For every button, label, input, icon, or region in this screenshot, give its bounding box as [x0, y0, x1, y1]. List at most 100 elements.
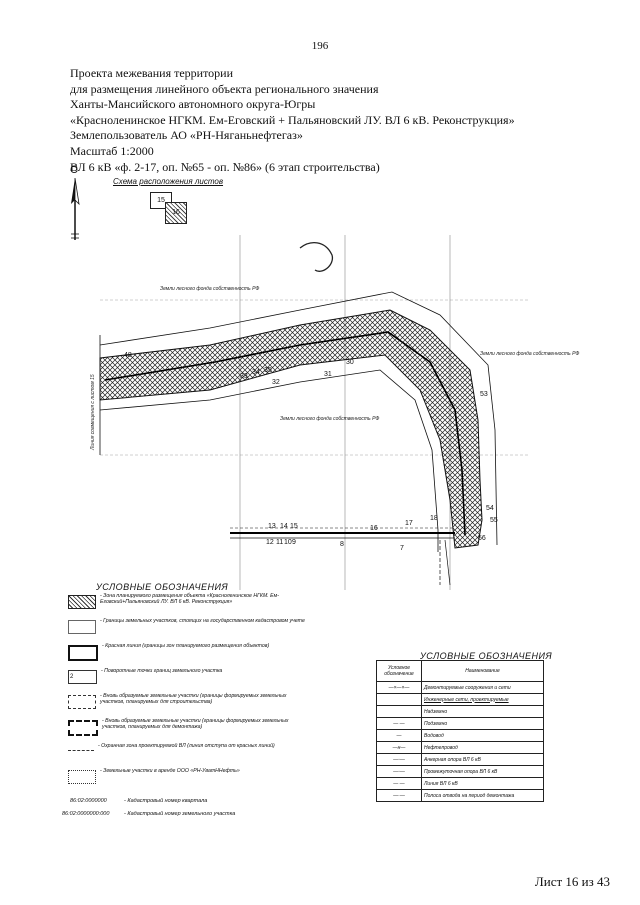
side-matching-label: Линия совмещения с листом 15	[90, 374, 96, 451]
table-row: —×—×—Демонтируемые сооружения и сети	[376, 681, 544, 694]
header-line: ВЛ 6 кВ «ф. 2-17, оп. №65 - оп. №86» (6 …	[70, 159, 380, 174]
legend-symbol: —	[376, 729, 422, 742]
hatch-symbol-icon	[68, 595, 96, 609]
legend-name: Водовод	[421, 729, 544, 742]
point-label: 13	[268, 523, 276, 530]
point-label: 55	[490, 517, 498, 524]
table-row: —Водовод	[376, 729, 544, 742]
scheme-sheet-box: 15	[150, 192, 172, 209]
legend-name: Промежуточная опора ВЛ 6 кВ	[421, 765, 544, 778]
road-curve	[299, 242, 334, 272]
legend-item-text: - Земельные участки в аренде ООО «РН-Ува…	[100, 768, 240, 774]
north-label: С	[70, 164, 78, 176]
forest-label: Земли лесного фонда собственность РФ	[480, 351, 579, 357]
point-label: 7	[400, 545, 404, 552]
sheet-number: Лист 16 из 43	[534, 874, 610, 889]
cad-quarter-text: - Кадастровый номер квартала	[124, 798, 208, 804]
document-header: Проекта межевания территории для размеще…	[70, 66, 540, 175]
table-row: —◦—Анкерная опора ВЛ 6 кВ	[376, 753, 544, 766]
legend-item: 2 - Поворотные точки границ земельного у…	[68, 668, 318, 692]
legend-item: - Земельные участки в аренде ООО «РН-Ува…	[68, 768, 318, 792]
header-line: Проекта межевания территории	[70, 66, 234, 80]
legend-item-text: - Красная линия (границы зон планируемог…	[102, 643, 270, 649]
point-label: 16	[370, 525, 378, 532]
point-label: 35	[264, 367, 272, 374]
header-line: Землепользователь АО «РН-Няганьнефтегаз»	[70, 128, 303, 143]
legend-item: - Зона планируемого размещения объекта «…	[68, 593, 318, 617]
planned-zone-hatch	[99, 309, 483, 549]
legend-symbol: —н—	[376, 741, 422, 754]
lease-border-symbol-icon	[68, 770, 96, 784]
table-row: —◦—Промежуточная опора ВЛ 6 кВ	[376, 765, 544, 778]
header-line: «Красноленинское НГКМ. Ем-Еговский + Пал…	[70, 112, 515, 127]
legend-item-text: - Вновь образуемые земельные участки (гр…	[102, 718, 289, 731]
legend-title: УСЛОВНЫЕ ОБОЗНАЧЕНИЯ	[96, 582, 229, 592]
legend-symbol: — —	[376, 717, 422, 730]
table-row: — —Линия ВЛ 6 кВ	[376, 777, 544, 790]
point-label: 17	[405, 520, 413, 527]
legend-item-text: - Зона планируемого размещения объекта «…	[100, 593, 279, 606]
point-label: 33	[240, 373, 248, 380]
legend-left: УСЛОВНЫЕ ОБОЗНАЧЕНИЯ - Зона планируемого…	[68, 582, 318, 792]
table-row: Инженерные сети, проектируемые	[376, 693, 544, 706]
legend-symbol: —×—×—	[376, 681, 422, 694]
table-row: —н—Нефтепровод	[376, 741, 544, 754]
boundary-line	[444, 539, 451, 586]
legend-col-header: Условное обозначение	[376, 660, 422, 682]
legend-name: Полоса отвода на период демонтажа	[421, 789, 544, 802]
point-label: 53	[480, 391, 488, 398]
legend-symbol	[376, 693, 422, 706]
point-label: 14	[280, 523, 288, 530]
point-label: 32	[272, 379, 280, 386]
point-label: 31	[324, 371, 332, 378]
point-label: 30	[346, 359, 354, 366]
legend-name: Инженерные сети, проектируемые	[421, 693, 544, 706]
guard-zone-symbol-icon	[68, 750, 94, 751]
legend-symbol: —◦—	[376, 753, 422, 766]
legend-symbol: —·—	[376, 789, 422, 802]
table-row: Надземно	[376, 705, 544, 718]
forest-label: Земли лесного фонда собственность РФ	[160, 286, 259, 292]
legend-name: Линия ВЛ 6 кВ	[421, 777, 544, 790]
legend-name: Анкерная опора ВЛ 6 кВ	[421, 753, 544, 766]
legend-item: - Границы земельных участков, стоящих на…	[68, 618, 318, 642]
bold-dashed-symbol-icon	[68, 720, 98, 736]
point-label: 56	[478, 535, 486, 542]
turn-point-symbol-icon: 2	[68, 670, 97, 684]
red-line-symbol-icon	[68, 645, 98, 661]
legend-item-text: - Поворотные точки границ земельного уча…	[101, 668, 223, 674]
header-line: Ханты-Мансийского автономного округа-Югр…	[70, 97, 316, 112]
legend-item: - Вновь образуемые земельные участки (гр…	[68, 693, 318, 717]
legend-col-header: Наименование	[421, 660, 544, 682]
legend-item: - Вновь образуемые земельные участки (гр…	[68, 718, 318, 742]
header-line: Масштаб 1:2000	[70, 143, 154, 158]
table-row: —·—Полоса отвода на период демонтажа	[376, 789, 544, 802]
point-label: 48	[124, 352, 132, 359]
legend-name: Нефтепровод	[421, 741, 544, 754]
point-label: 10	[284, 539, 292, 546]
north-arrow-icon	[71, 177, 80, 240]
page-number: 196	[311, 40, 329, 52]
header-line: для размещения линейного объекта региона…	[70, 81, 379, 96]
point-label: 9	[292, 539, 296, 546]
legend-right-title: УСЛОВНЫЕ ОБОЗНАЧЕНИЯ	[420, 651, 553, 661]
legend-symbol: — —	[376, 777, 422, 790]
point-labels: 48 30 31 33 34 35 32 13 14 15 12 11 10 9…	[124, 352, 498, 552]
legend-name: Надземно	[421, 705, 544, 718]
legend-item-text: - Охранная зона проектируемой ВЛ (линия …	[98, 743, 275, 749]
scheme-sheet-box-current: 16	[165, 202, 187, 224]
thin-border-symbol-icon	[68, 620, 96, 634]
point-label: 8	[340, 541, 344, 548]
cad-quarter-sample: 86:02:0000000	[70, 798, 107, 804]
point-label: 18	[430, 515, 438, 522]
point-label: 11	[276, 539, 283, 546]
table-row: — —Подземно	[376, 717, 544, 730]
dashed-border-symbol-icon	[68, 695, 96, 709]
cad-parcel-sample: 86:02:0000000:000	[62, 811, 110, 817]
forest-label: Земли лесного фонда собственность РФ	[280, 416, 379, 422]
legend-symbol	[376, 705, 422, 718]
legend-item: - Охранная зона проектируемой ВЛ (линия …	[68, 743, 318, 767]
legend-item-text: - Границы земельных участков, стоящих на…	[100, 618, 305, 624]
scheme-title: Схема расположения листов	[113, 177, 224, 186]
